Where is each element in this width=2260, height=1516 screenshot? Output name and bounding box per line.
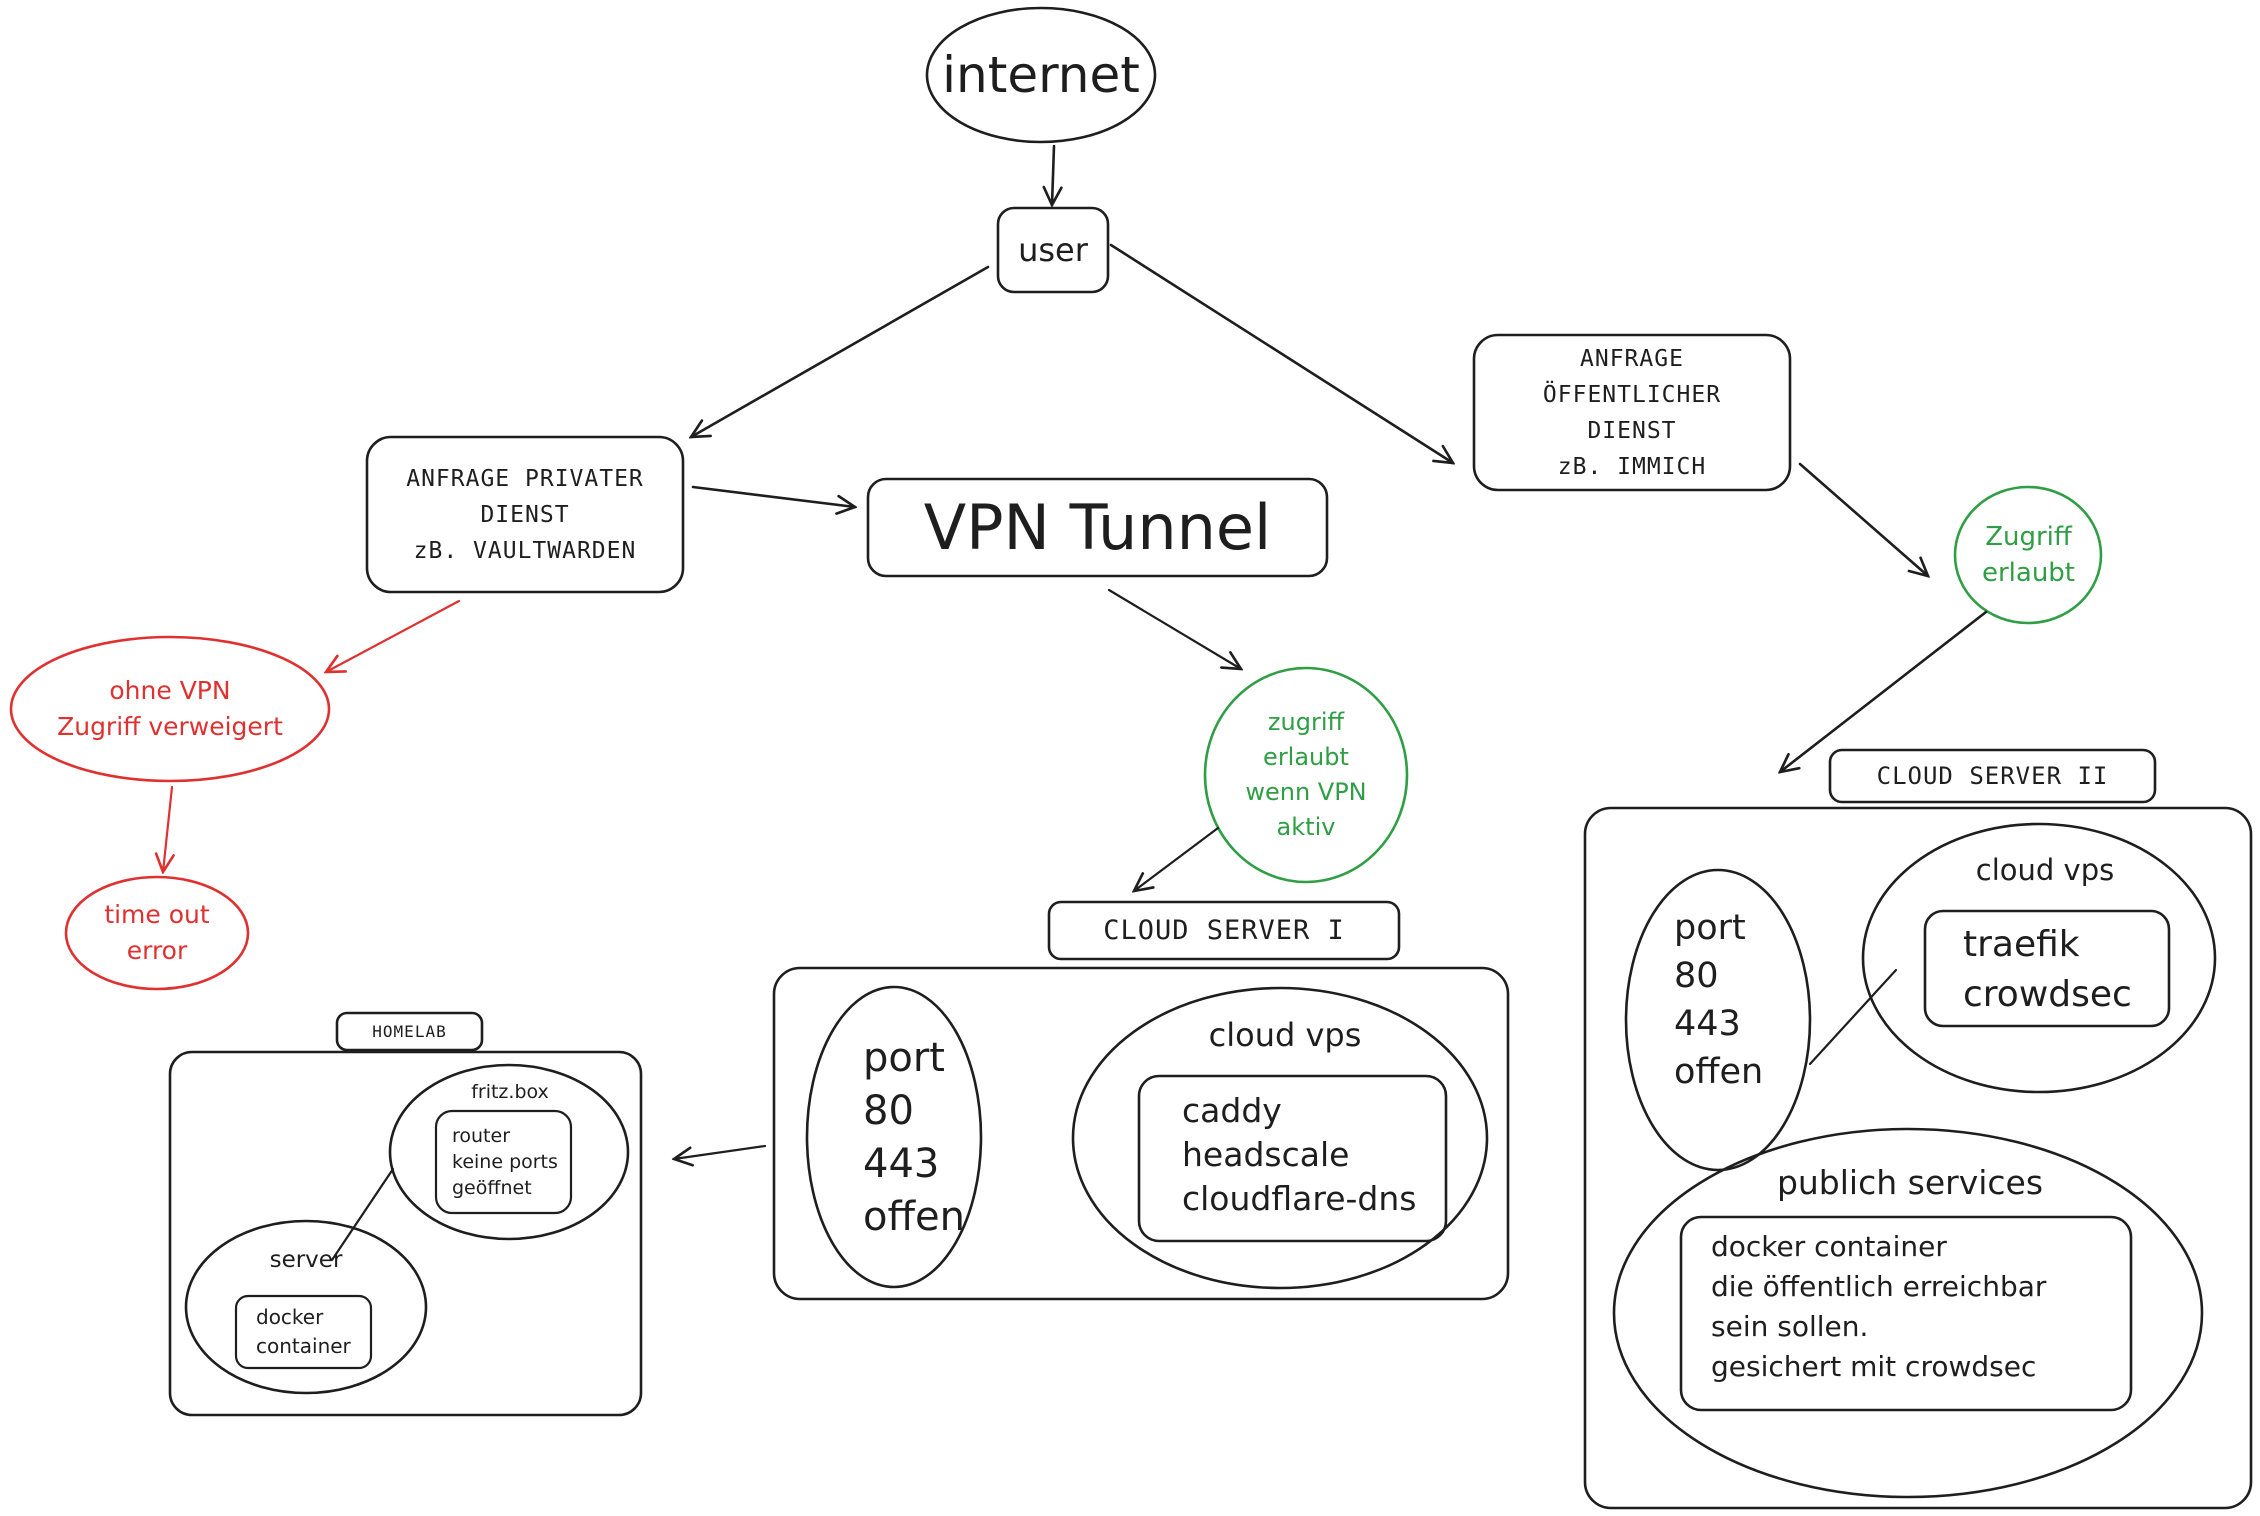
cloud-server-2-ports-ellipse xyxy=(1624,868,1812,1172)
cloud-server-1-label: CLOUD SERVER I xyxy=(1103,914,1345,946)
cloud-server-1-label-box xyxy=(1047,900,1401,961)
arrow-denied-timeout xyxy=(163,785,172,872)
vpn-tunnel-label: VPN Tunnel xyxy=(923,490,1272,564)
router-info: router keine ports geöffnet xyxy=(452,1125,558,1199)
cloud-server-1-ports-ellipse xyxy=(805,985,983,1289)
homelab-label-box xyxy=(335,1011,484,1052)
arrow-user-private xyxy=(691,265,990,437)
server-info-box xyxy=(234,1294,373,1370)
cloud-server-2-container xyxy=(1583,806,2253,1510)
arrow-internet-user xyxy=(1052,144,1054,205)
public-services-list: docker container die öffentlich erreichb… xyxy=(1711,1230,2047,1383)
arrow-user-public xyxy=(1109,243,1453,463)
router-title: fritz.box xyxy=(471,1081,549,1104)
cloud-server-2-ports: port 80 443 offen xyxy=(1674,908,1764,1092)
router-info-box xyxy=(434,1109,573,1215)
arrow-private-denied xyxy=(326,599,461,672)
cloud-server-1-services-box xyxy=(1137,1074,1448,1243)
cloud-server-2-label-box xyxy=(1828,748,2157,804)
public-request-label: ANFRAGE ÖFFENTLICHER DIENST zB. IMMICH xyxy=(1542,345,1722,480)
server-info: docker container xyxy=(256,1305,351,1358)
cloud-server-2-vps-services: traefik crowdsec xyxy=(1963,924,2132,1015)
timeout-label: time out error xyxy=(104,900,210,965)
public-request-node xyxy=(1472,333,1792,492)
cloud-server-1-ports: port 80 443 offen xyxy=(863,1034,965,1240)
arrow-vpn-allowed xyxy=(1107,588,1241,669)
ports-vps-link xyxy=(1808,968,1898,1066)
cloud-server-2-label: CLOUD SERVER II xyxy=(1876,762,2109,790)
allowed-public-node xyxy=(1953,485,2103,625)
user-node xyxy=(996,206,1110,294)
denied-label: ohne VPN Zugriff verweigert xyxy=(57,676,283,741)
arrow-private-vpn xyxy=(691,485,855,507)
cloud-server-1-vps-ellipse xyxy=(1071,986,1489,1290)
public-services-title: publich services xyxy=(1776,1163,2044,1203)
cloud-server-1-services: caddy headscale cloudflare-dns xyxy=(1182,1091,1417,1218)
arrow-allowed-cloud1 xyxy=(1134,826,1220,891)
arrow-public-allowed xyxy=(1798,462,1928,576)
timeout-node xyxy=(64,875,250,991)
arrow-cloud1-homelab xyxy=(674,1144,767,1159)
vpn-tunnel-node xyxy=(866,477,1329,578)
internet-node xyxy=(925,6,1157,144)
homelab-label: HOMELAB xyxy=(372,1021,447,1041)
arrow-allowed-cloud2 xyxy=(1780,610,1988,772)
internet-label: internet xyxy=(942,45,1140,104)
cloud-server-1-vps-title: cloud vps xyxy=(1208,1016,1362,1054)
server-title: server xyxy=(269,1246,343,1273)
public-services-ellipse xyxy=(1612,1127,2204,1499)
allowed-public-label: Zugriff erlaubt xyxy=(1981,522,2076,588)
cloud-server-2-vps-ellipse xyxy=(1861,822,2217,1094)
cloud-server-2-vps-title: cloud vps xyxy=(1975,852,2115,887)
private-request-label: ANFRAGE PRIVATER DIENST zB. VAULTWARDEN xyxy=(406,465,644,564)
server-ellipse xyxy=(184,1219,428,1395)
allowed-vpn-label: zugriff erlaubt wenn VPN aktiv xyxy=(1245,708,1367,841)
router-ellipse xyxy=(388,1063,630,1241)
private-request-node xyxy=(365,435,685,594)
cloud-server-2-vps-services-box xyxy=(1923,909,2171,1028)
cloud-server-1-container xyxy=(772,966,1510,1301)
denied-node xyxy=(9,635,331,783)
allowed-vpn-node xyxy=(1203,666,1409,884)
router-server-link xyxy=(330,1167,395,1262)
public-services-box xyxy=(1679,1215,2133,1412)
user-label: user xyxy=(1018,231,1088,269)
homelab-container xyxy=(168,1050,643,1417)
